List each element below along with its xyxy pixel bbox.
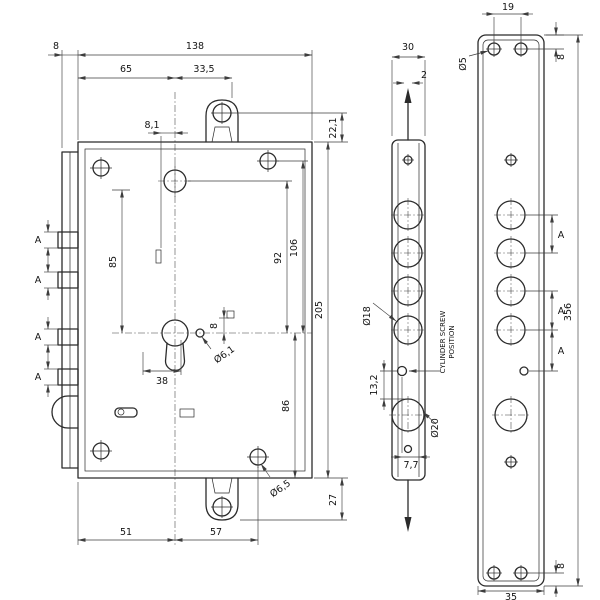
plate-dimensions: 19 Ø5 8 A A A 356 8 35: [458, 2, 583, 600]
dim-86-label: 86: [281, 400, 292, 412]
dim-a2-label: A: [35, 275, 42, 286]
dim-plate-a2-label: A: [558, 306, 565, 317]
faceplate-edge: [61, 151, 79, 469]
dim-65-label: 65: [120, 64, 132, 75]
dim-8-plate-bottom-label: 8: [556, 563, 567, 569]
dim-a1-label: A: [35, 235, 42, 246]
dim-138-label: 138: [186, 41, 204, 52]
case-screws: [90, 150, 279, 468]
round-deadbolt-pin: [51, 395, 79, 429]
dim-8-plate-top-label: 8: [556, 54, 567, 60]
dim-a3-label: A: [35, 332, 42, 343]
front-dimensions: 8 138 65 33,5 8,1 22,1 205 85 92 106 8 8…: [35, 41, 348, 545]
dim-8-sensor-label: 8: [209, 323, 220, 329]
dim-8-faceplate-label: 8: [53, 41, 59, 52]
actuator-pin-top: [404, 88, 412, 141]
actuator-pin-bottom: [404, 479, 412, 532]
dim-19-label: 19: [502, 2, 514, 13]
dim-38-label: 38: [156, 376, 168, 387]
side-body: [391, 139, 426, 481]
dim-106-label: 106: [289, 239, 300, 257]
dim-8-1-label: 8,1: [144, 120, 159, 131]
dim-33-5-label: 33,5: [193, 64, 214, 75]
dim-dia-18-label: Ø18: [362, 306, 373, 326]
cylinder-screw-note-line2: POSITION: [448, 325, 456, 358]
plate-holes: [492, 153, 530, 469]
case-details: [114, 249, 235, 418]
side-holes: [389, 154, 427, 454]
dim-22-1-label: 22,1: [328, 117, 339, 138]
front-centerlines: [112, 92, 312, 545]
dim-85-label: 85: [108, 256, 119, 268]
dim-dia-20-label: Ø20: [430, 418, 441, 438]
top-mounting-bracket: [205, 99, 239, 143]
dim-plate-a1-label: A: [558, 230, 565, 241]
side-dimensions: 30 2 Ø18 13,2 Ø20 7,7 CYLINDER SCREW POS…: [362, 42, 456, 471]
dim-30-label: 30: [402, 42, 414, 53]
dim-dia-5-label: Ø5: [458, 57, 469, 71]
cylinder-screw-hole: [396, 365, 408, 377]
dim-356-label: 356: [563, 303, 574, 321]
plate-body: [477, 34, 545, 587]
dim-13-2-label: 13,2: [369, 374, 380, 395]
dim-plate-a3-label: A: [558, 346, 565, 357]
dim-92-label: 92: [273, 252, 284, 264]
lock-case-body: [77, 141, 313, 479]
dim-a4-label: A: [35, 372, 42, 383]
plate-screw-holes: [486, 41, 529, 581]
dim-27-label: 27: [328, 494, 339, 506]
bottom-mounting-bracket: [205, 477, 239, 521]
cylinder-screw-note-line1: CYLINDER SCREW: [439, 311, 447, 374]
dim-35-label: 35: [505, 592, 517, 600]
dim-57-label: 57: [210, 527, 222, 538]
front-view: 8 138 65 33,5 8,1 22,1 205 85 92 106 8 8…: [35, 41, 348, 545]
dim-2-label: 2: [421, 70, 427, 81]
side-view: 30 2 Ø18 13,2 Ø20 7,7 CYLINDER SCREW POS…: [362, 42, 456, 532]
dim-51-label: 51: [120, 527, 132, 538]
dim-dia-6-1-label: Ø6,1: [212, 344, 237, 366]
hook-bolts: [57, 231, 79, 386]
dim-205-label: 205: [314, 301, 325, 319]
strike-plate-view: 19 Ø5 8 A A A 356 8 35: [458, 2, 583, 600]
dim-7-7-label: 7,7: [403, 460, 418, 471]
dim-dia-6-5-label: Ø6,5: [268, 478, 293, 500]
